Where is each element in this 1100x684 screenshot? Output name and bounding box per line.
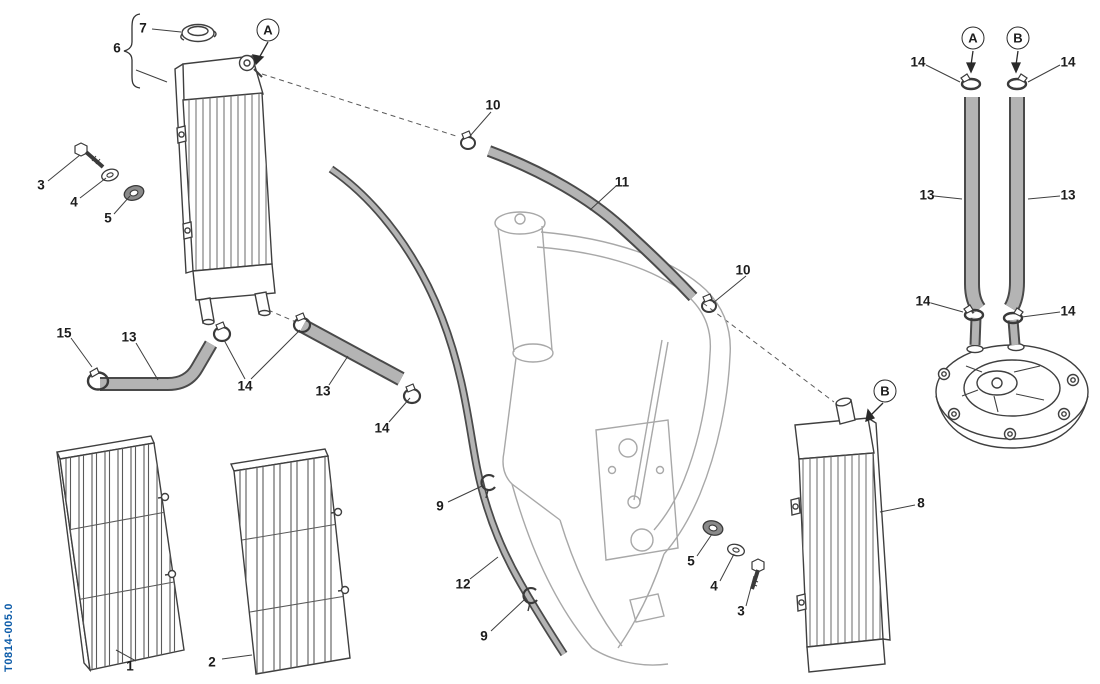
part-label-5-left: 5: [104, 210, 112, 226]
hose-12-art: [328, 165, 568, 657]
ref-letter-a-right: A: [961, 26, 985, 50]
part-label-14-pipe-b-top: 14: [1060, 54, 1076, 70]
part-label-12: 12: [455, 576, 471, 592]
part-label-10-right: 10: [735, 262, 751, 278]
part-label-7: 7: [139, 20, 147, 36]
part-label-13-pipe-b: 13: [1060, 187, 1076, 203]
hose-clips-art: [480, 474, 538, 612]
hose-13-elbow-art: [100, 340, 218, 391]
part-label-14-pipe-a-top: 14: [910, 54, 926, 70]
hose-clamps-art: [86, 73, 1028, 405]
part-label-9-top: 9: [436, 498, 444, 514]
grille-panel-1-art: [56, 435, 185, 673]
part-label-3-right: 3: [737, 603, 745, 619]
part-label-8: 8: [917, 495, 925, 511]
part-label-2: 2: [208, 654, 216, 670]
part-label-1: 1: [126, 658, 134, 674]
part-label-15: 15: [56, 325, 72, 341]
ref-letter-a-left: A: [256, 18, 280, 42]
part-label-6: 6: [113, 40, 121, 56]
ref-letter-arrows: [252, 41, 1022, 423]
radiator-cap-art: [180, 23, 217, 43]
right-mount-hardware-art: [702, 520, 765, 590]
drawing-code: T0814-005.0: [3, 603, 15, 672]
part-label-13-pipe-a: 13: [919, 187, 935, 203]
callout-leader-lines: [47, 28, 1061, 662]
hose-13-mid-art: [299, 319, 405, 386]
part-label-4-right: 4: [710, 578, 718, 594]
pipe-13-b-art: [1003, 97, 1025, 346]
part-label-13-mid: 13: [315, 383, 331, 399]
pipe-13-a-art: [964, 97, 986, 346]
motorcycle-frame-art: [494, 211, 731, 666]
right-radiator-art: [790, 397, 891, 673]
hose-11-art: [486, 145, 698, 302]
part-label-3-left: 3: [37, 177, 45, 193]
water-pump-cover-art: [935, 342, 1089, 449]
part-label-10-top: 10: [485, 97, 501, 113]
part-label-14-pipe-a-bottom: 14: [915, 293, 931, 309]
part-label-5-right: 5: [687, 553, 695, 569]
part-label-11: 11: [614, 174, 630, 190]
part-label-4-left: 4: [70, 194, 78, 210]
left-radiator-art: [174, 54, 276, 326]
part-label-14-pipe-b-bottom: 14: [1060, 303, 1076, 319]
grille-panel-2-art: [230, 448, 351, 675]
group-6-brace: [123, 13, 141, 89]
part-label-14-mid: 14: [374, 420, 390, 436]
part-label-9-bottom: 9: [480, 628, 488, 644]
part-label-13-elbow: 13: [121, 329, 137, 345]
part-label-14-left: 14: [237, 378, 253, 394]
ref-letter-b-radiator: B: [873, 379, 897, 403]
ref-letter-b-right: B: [1006, 26, 1030, 50]
